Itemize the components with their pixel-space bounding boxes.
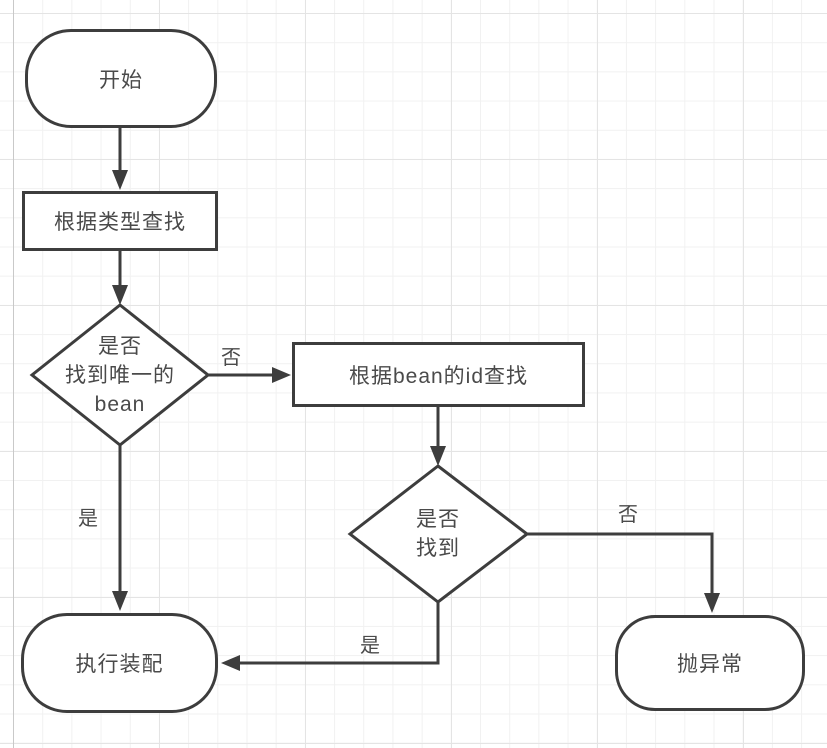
node-unique-bean-decision-label: 是否 找到唯一的 bean [30, 331, 210, 419]
decision-label-line: bean [94, 392, 146, 416]
node-find-by-type[interactable]: 根据类型查找 [22, 191, 218, 251]
edge-find-by-type-to-unique-bean-decision[interactable] [112, 251, 128, 305]
decision-label-line: 找到唯一的 [65, 363, 175, 387]
node-find-by-type-label: 根据类型查找 [54, 211, 186, 234]
decision-label-line: 是否 [98, 334, 142, 358]
arrowhead-down-icon [112, 591, 128, 611]
arrowhead-right-icon [272, 367, 291, 383]
node-execute-assembly[interactable]: 执行装配 [21, 613, 218, 713]
node-find-by-id[interactable]: 根据bean的id查找 [292, 342, 585, 407]
grid-major-line [13, 0, 14, 748]
edge-unique-bean-decision-to-execute-assembly[interactable] [112, 445, 128, 611]
edge-start-to-find-by-type[interactable] [112, 128, 128, 190]
node-execute-assembly-label: 执行装配 [75, 653, 164, 676]
decision-label-line: 是否 [416, 508, 460, 531]
edge-find-by-id-to-found-decision[interactable] [430, 407, 446, 466]
edge-label-yes-1: 是 [78, 507, 98, 530]
arrowhead-down-icon [112, 285, 128, 305]
arrowhead-down-icon [112, 170, 128, 190]
arrowhead-down-icon [704, 593, 720, 613]
edge-label-no-2: 否 [618, 503, 638, 526]
edge-found-decision-to-execute-assembly[interactable] [221, 602, 440, 671]
node-start[interactable]: 开始 [25, 29, 217, 128]
node-throw-exception-label: 抛异常 [677, 653, 743, 676]
edge-label-no-1: 否 [221, 346, 241, 369]
decision-label-line: 找到 [416, 537, 460, 560]
edge-unique-bean-decision-to-find-by-id[interactable] [208, 367, 291, 383]
node-throw-exception[interactable]: 抛异常 [615, 615, 805, 711]
arrowhead-down-icon [430, 446, 446, 466]
node-find-by-id-label: 根据bean的id查找 [348, 364, 529, 388]
arrowhead-left-icon [221, 655, 240, 671]
node-found-decision-label: 是否 找到 [388, 505, 488, 563]
edge-found-decision-to-throw-exception[interactable] [527, 532, 720, 613]
node-start-label: 开始 [99, 68, 143, 92]
edge-label-yes-2: 是 [360, 634, 380, 657]
